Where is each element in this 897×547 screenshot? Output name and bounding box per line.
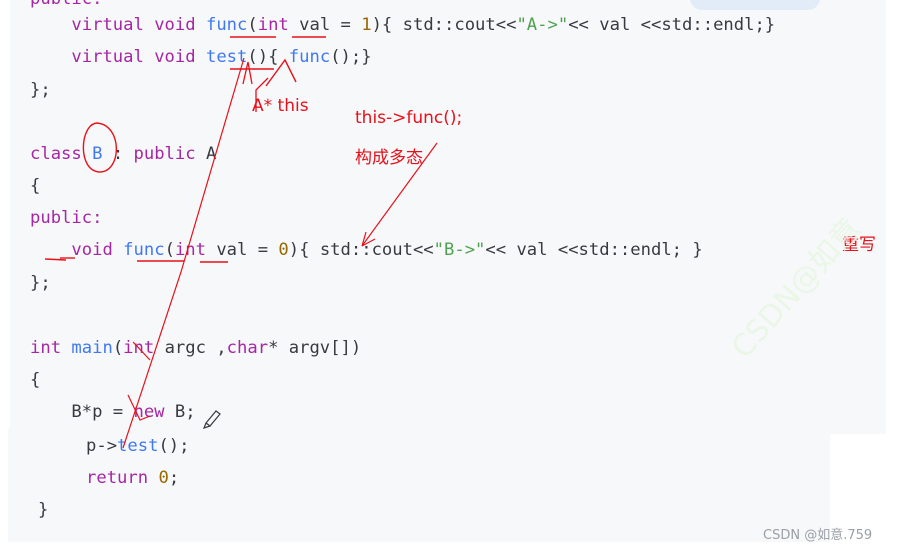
code-token	[61, 338, 71, 358]
code-token: << val <<std::endl; }	[485, 240, 703, 260]
code-token: (	[164, 240, 175, 260]
code-line-13: return 0;	[86, 467, 179, 489]
code-token: {	[30, 176, 41, 196]
code-token: };	[30, 80, 51, 100]
code-token: test	[117, 436, 159, 456]
code-token: return	[86, 468, 149, 488]
code-token: p->	[86, 436, 118, 456]
code-token: }	[38, 500, 49, 520]
code-line-11: B*p = new B;	[30, 401, 196, 423]
code-token: :	[102, 144, 134, 164]
code-line-public-cut: public:	[30, 0, 102, 10]
code-token: 1	[361, 15, 372, 35]
code-token: test	[205, 47, 248, 67]
code-token: func	[205, 15, 248, 35]
annotation-override: 重写	[842, 235, 876, 255]
code-line-4: class B : public A	[30, 143, 216, 165]
code-token: (){	[247, 47, 289, 67]
code-line-10: {	[30, 369, 40, 391]
code-token: void	[154, 15, 196, 35]
code-line-3: };	[30, 79, 51, 101]
code-token: val =	[288, 15, 362, 35]
code-token	[144, 47, 154, 67]
code-token: A	[195, 144, 217, 164]
annotation-this-func: this->func();	[355, 108, 463, 128]
annotation-polymorphism: 构成多态	[355, 148, 423, 168]
code-line-5: {	[30, 175, 40, 197]
annotation-a-this: A* this	[252, 96, 309, 116]
code-token: (	[247, 15, 258, 35]
code-token	[196, 47, 206, 67]
code-token: B	[92, 144, 103, 164]
code-token: ;	[168, 468, 180, 488]
code-line-1: virtual void func(int val = 1){ std::cou…	[30, 14, 775, 36]
code-line-14: }	[38, 499, 48, 521]
code-token: };	[30, 273, 51, 293]
code-token: 0	[278, 240, 289, 260]
code-token	[30, 240, 71, 260]
code-token: "B->"	[433, 240, 486, 260]
code-token	[113, 240, 123, 260]
code-token: 0	[158, 468, 169, 488]
code-line-2: virtual void test(){ func();}	[30, 46, 372, 68]
code-token: ){ std::cout<<	[371, 15, 517, 35]
code-token: * argv[])	[268, 338, 362, 358]
code-line-9: int main(int argc ,char* argv[])	[30, 337, 361, 359]
code-token: "A->"	[516, 15, 569, 35]
code-token: void	[154, 47, 196, 67]
code-token: int	[30, 338, 62, 358]
code-token: int	[174, 240, 206, 260]
code-token: int	[257, 15, 289, 35]
code-token: class	[30, 144, 82, 164]
code-token: argc ,	[154, 338, 227, 358]
code-token: virtual	[71, 15, 144, 35]
code-token: B;	[164, 402, 196, 422]
code-token: << val <<std::endl;}	[568, 15, 776, 35]
code-token: func	[288, 47, 331, 67]
code-token: ();	[158, 436, 190, 456]
code-token: {	[30, 370, 41, 390]
code-token: ();}	[330, 47, 372, 67]
code-line-12: p->test();	[86, 435, 190, 457]
code-token	[144, 15, 154, 35]
code-token	[30, 47, 71, 67]
code-token: char	[226, 338, 269, 358]
code-token: virtual	[71, 47, 144, 67]
code-token: void	[71, 240, 113, 260]
code-token: ){ std::cout<<	[288, 240, 434, 260]
code-line-7: void func(int val = 0){ std::cout<<"B->"…	[30, 239, 703, 261]
code-token: B*p =	[30, 402, 134, 422]
selection-highlight	[690, 0, 820, 10]
csdn-watermark: CSDN @如意.759	[763, 528, 873, 543]
code-token: (	[112, 338, 124, 358]
code-line-8: };	[30, 272, 51, 294]
code-token: public:	[30, 0, 102, 9]
code-token: int	[123, 338, 155, 358]
code-token: new	[133, 402, 165, 422]
code-token	[148, 468, 158, 488]
code-token: val =	[205, 240, 279, 260]
code-token: public:	[30, 208, 103, 228]
code-token: public	[133, 144, 196, 164]
code-token	[196, 15, 206, 35]
code-token: func	[123, 240, 165, 260]
code-line-6: public:	[30, 207, 102, 229]
code-token: main	[71, 338, 113, 358]
code-token	[30, 15, 71, 35]
code-token	[82, 144, 92, 164]
